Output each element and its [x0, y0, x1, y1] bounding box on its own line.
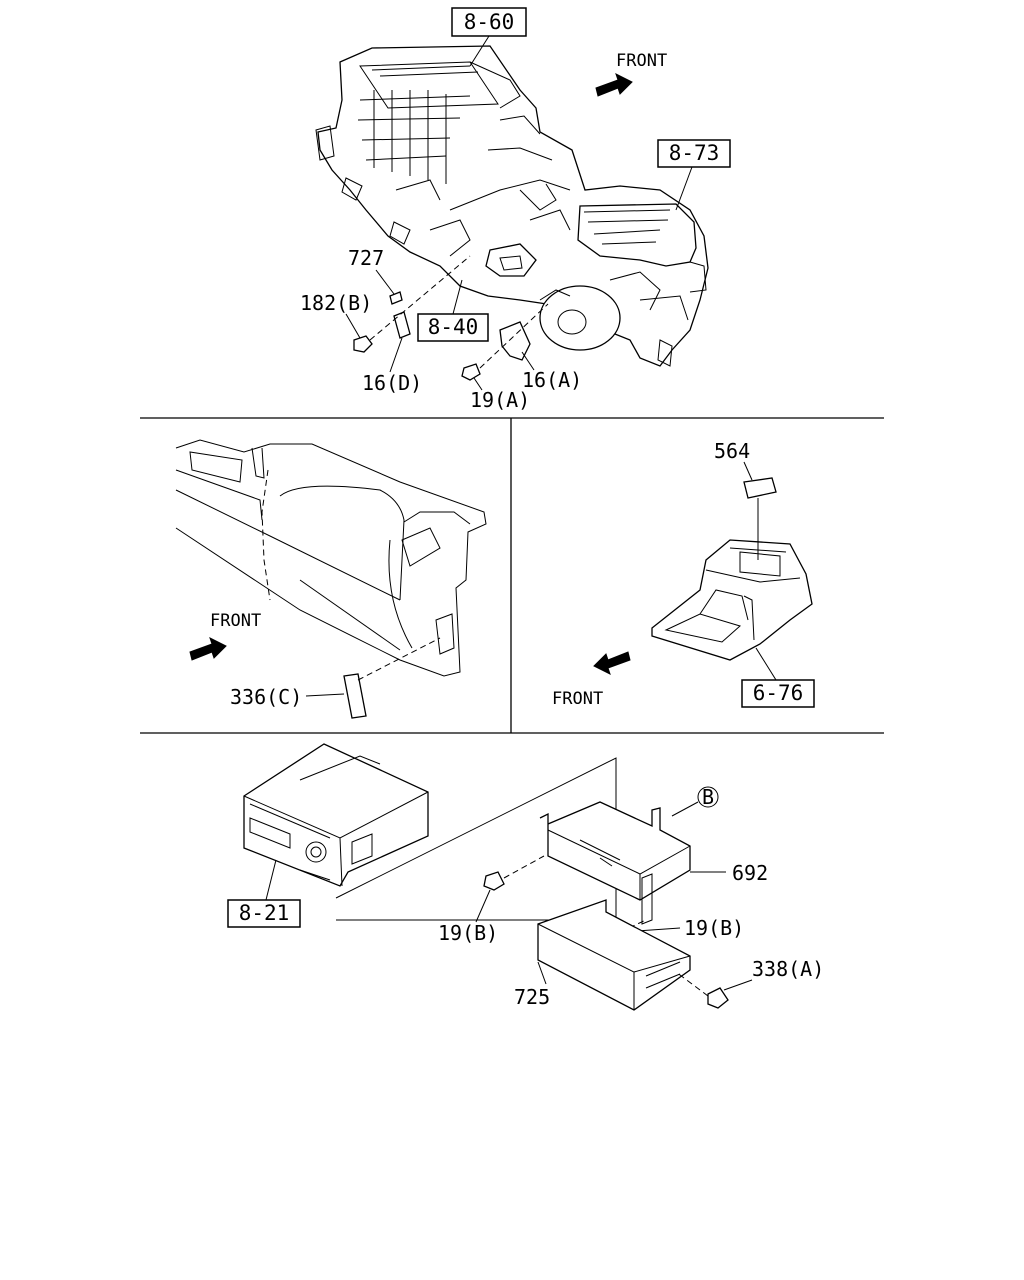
leader-336c [305, 693, 345, 697]
bracket-692-drawing [539, 801, 691, 925]
middle-right-console-section: 564 6-76 FRONT [552, 439, 815, 709]
dash-line-336c [357, 637, 441, 681]
bracket-16d [393, 311, 411, 339]
dash-line-b [479, 303, 549, 369]
ref-label-6-76: 6-76 [753, 681, 804, 705]
top-hvac-section: 8-60 8-73 8-40 FRONT 727 182(B) 16(D) 19… [300, 7, 731, 412]
dash-line-a [369, 255, 471, 341]
leader-182b [345, 313, 361, 339]
leader-6-76 [755, 647, 777, 681]
front-label-middle-right: FRONT [552, 689, 603, 709]
dash-line-19b-left [503, 855, 545, 879]
ref-label-8-40: 8-40 [428, 315, 479, 339]
leader-564 [743, 461, 753, 481]
leader-19b-left [475, 889, 491, 923]
ref-box-8-21 [227, 899, 301, 928]
front-label-middle-left: FRONT [210, 611, 261, 631]
leader-19a [473, 377, 483, 391]
leader-8-40 [452, 279, 463, 315]
label-692: 692 [732, 861, 768, 885]
ref-box-6-76 [741, 679, 815, 708]
label-19b-right: 19(B) [684, 916, 744, 940]
leader-16d [389, 337, 403, 373]
leader-8-21 [265, 859, 277, 901]
label-16a: 16(A) [522, 368, 582, 392]
ref-box-8-73 [657, 139, 731, 168]
label-19a: 19(A) [470, 388, 530, 412]
screw-338a [707, 987, 729, 1009]
screw-19b-left [483, 871, 505, 891]
label-725: 725 [514, 985, 550, 1009]
front-arrow-middle-right-icon [593, 651, 631, 675]
middle-left-dashboard-section: FRONT 336(C) [175, 439, 487, 719]
ref-label-8-60: 8-60 [464, 10, 515, 34]
front-arrow-middle-left-icon [189, 637, 227, 661]
leader-8-73 [675, 166, 693, 211]
console-drawing [651, 539, 813, 661]
front-arrow-top-icon [595, 73, 633, 97]
ref-label-8-73: 8-73 [669, 141, 720, 165]
pocket-725-drawing [537, 899, 691, 1011]
clip-336c [343, 673, 367, 719]
hvac-unit-drawing [315, 45, 709, 367]
leader-8-60 [469, 35, 490, 67]
bracket-16a [499, 321, 531, 361]
label-16d: 16(D) [362, 371, 422, 395]
bottom-radio-section: 8-21 B 692 19(B) 19(B) [227, 743, 824, 1011]
circle-label-b: B [702, 785, 714, 809]
label-182b: 182(B) [300, 291, 372, 315]
circle-marker-b [697, 786, 719, 808]
leader-338a [723, 979, 753, 991]
leader-727 [375, 269, 395, 295]
radio-unit-drawing [243, 743, 429, 887]
ref-box-8-40 [417, 313, 489, 342]
screw-182b [353, 335, 373, 353]
label-338a: 338(A) [752, 957, 824, 981]
leader-circle-b [671, 801, 699, 817]
dashboard-drawing [175, 439, 487, 677]
leader-16a [521, 351, 535, 371]
screw-19a [461, 363, 481, 381]
leader-725 [537, 961, 547, 985]
front-label-top: FRONT [616, 51, 667, 71]
ref-label-8-21: 8-21 [239, 901, 290, 925]
label-564: 564 [714, 439, 750, 463]
label-727: 727 [348, 246, 384, 270]
panel-dividers [140, 417, 884, 734]
label-336c: 336(C) [230, 685, 302, 709]
cover-564 [743, 477, 777, 499]
label-19b-left: 19(B) [438, 921, 498, 945]
dash-line-338a [675, 971, 709, 997]
clip-727 [389, 291, 403, 305]
